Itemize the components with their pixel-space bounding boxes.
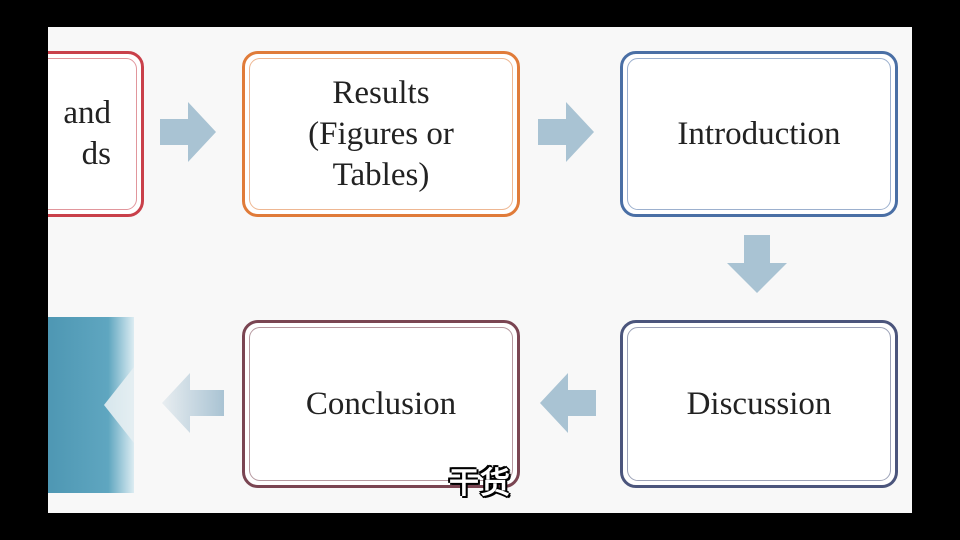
arrow-right-2 bbox=[538, 102, 594, 162]
video-subtitle: 干货 bbox=[449, 466, 511, 501]
discussion-box: Discussion bbox=[620, 320, 898, 488]
results-label: Results (Figures or Tables) bbox=[308, 74, 454, 193]
slide-canvas: and ds Results (Figures or Tables) Intro… bbox=[48, 27, 912, 513]
conclusion-box: Conclusion bbox=[242, 320, 520, 488]
arrow-left-2 bbox=[162, 373, 224, 433]
next-step-shape bbox=[48, 317, 134, 493]
results-box: Results (Figures or Tables) bbox=[242, 51, 520, 217]
arrow-left-1 bbox=[540, 373, 596, 433]
arrow-down bbox=[727, 235, 787, 293]
introduction-label: Introduction bbox=[677, 115, 841, 152]
introduction-box: Introduction bbox=[620, 51, 898, 217]
methods-box: and ds bbox=[48, 51, 144, 217]
conclusion-label: Conclusion bbox=[305, 385, 457, 422]
discussion-label: Discussion bbox=[686, 385, 832, 422]
arrow-right-1 bbox=[160, 102, 216, 162]
methods-label: and ds bbox=[63, 95, 111, 172]
